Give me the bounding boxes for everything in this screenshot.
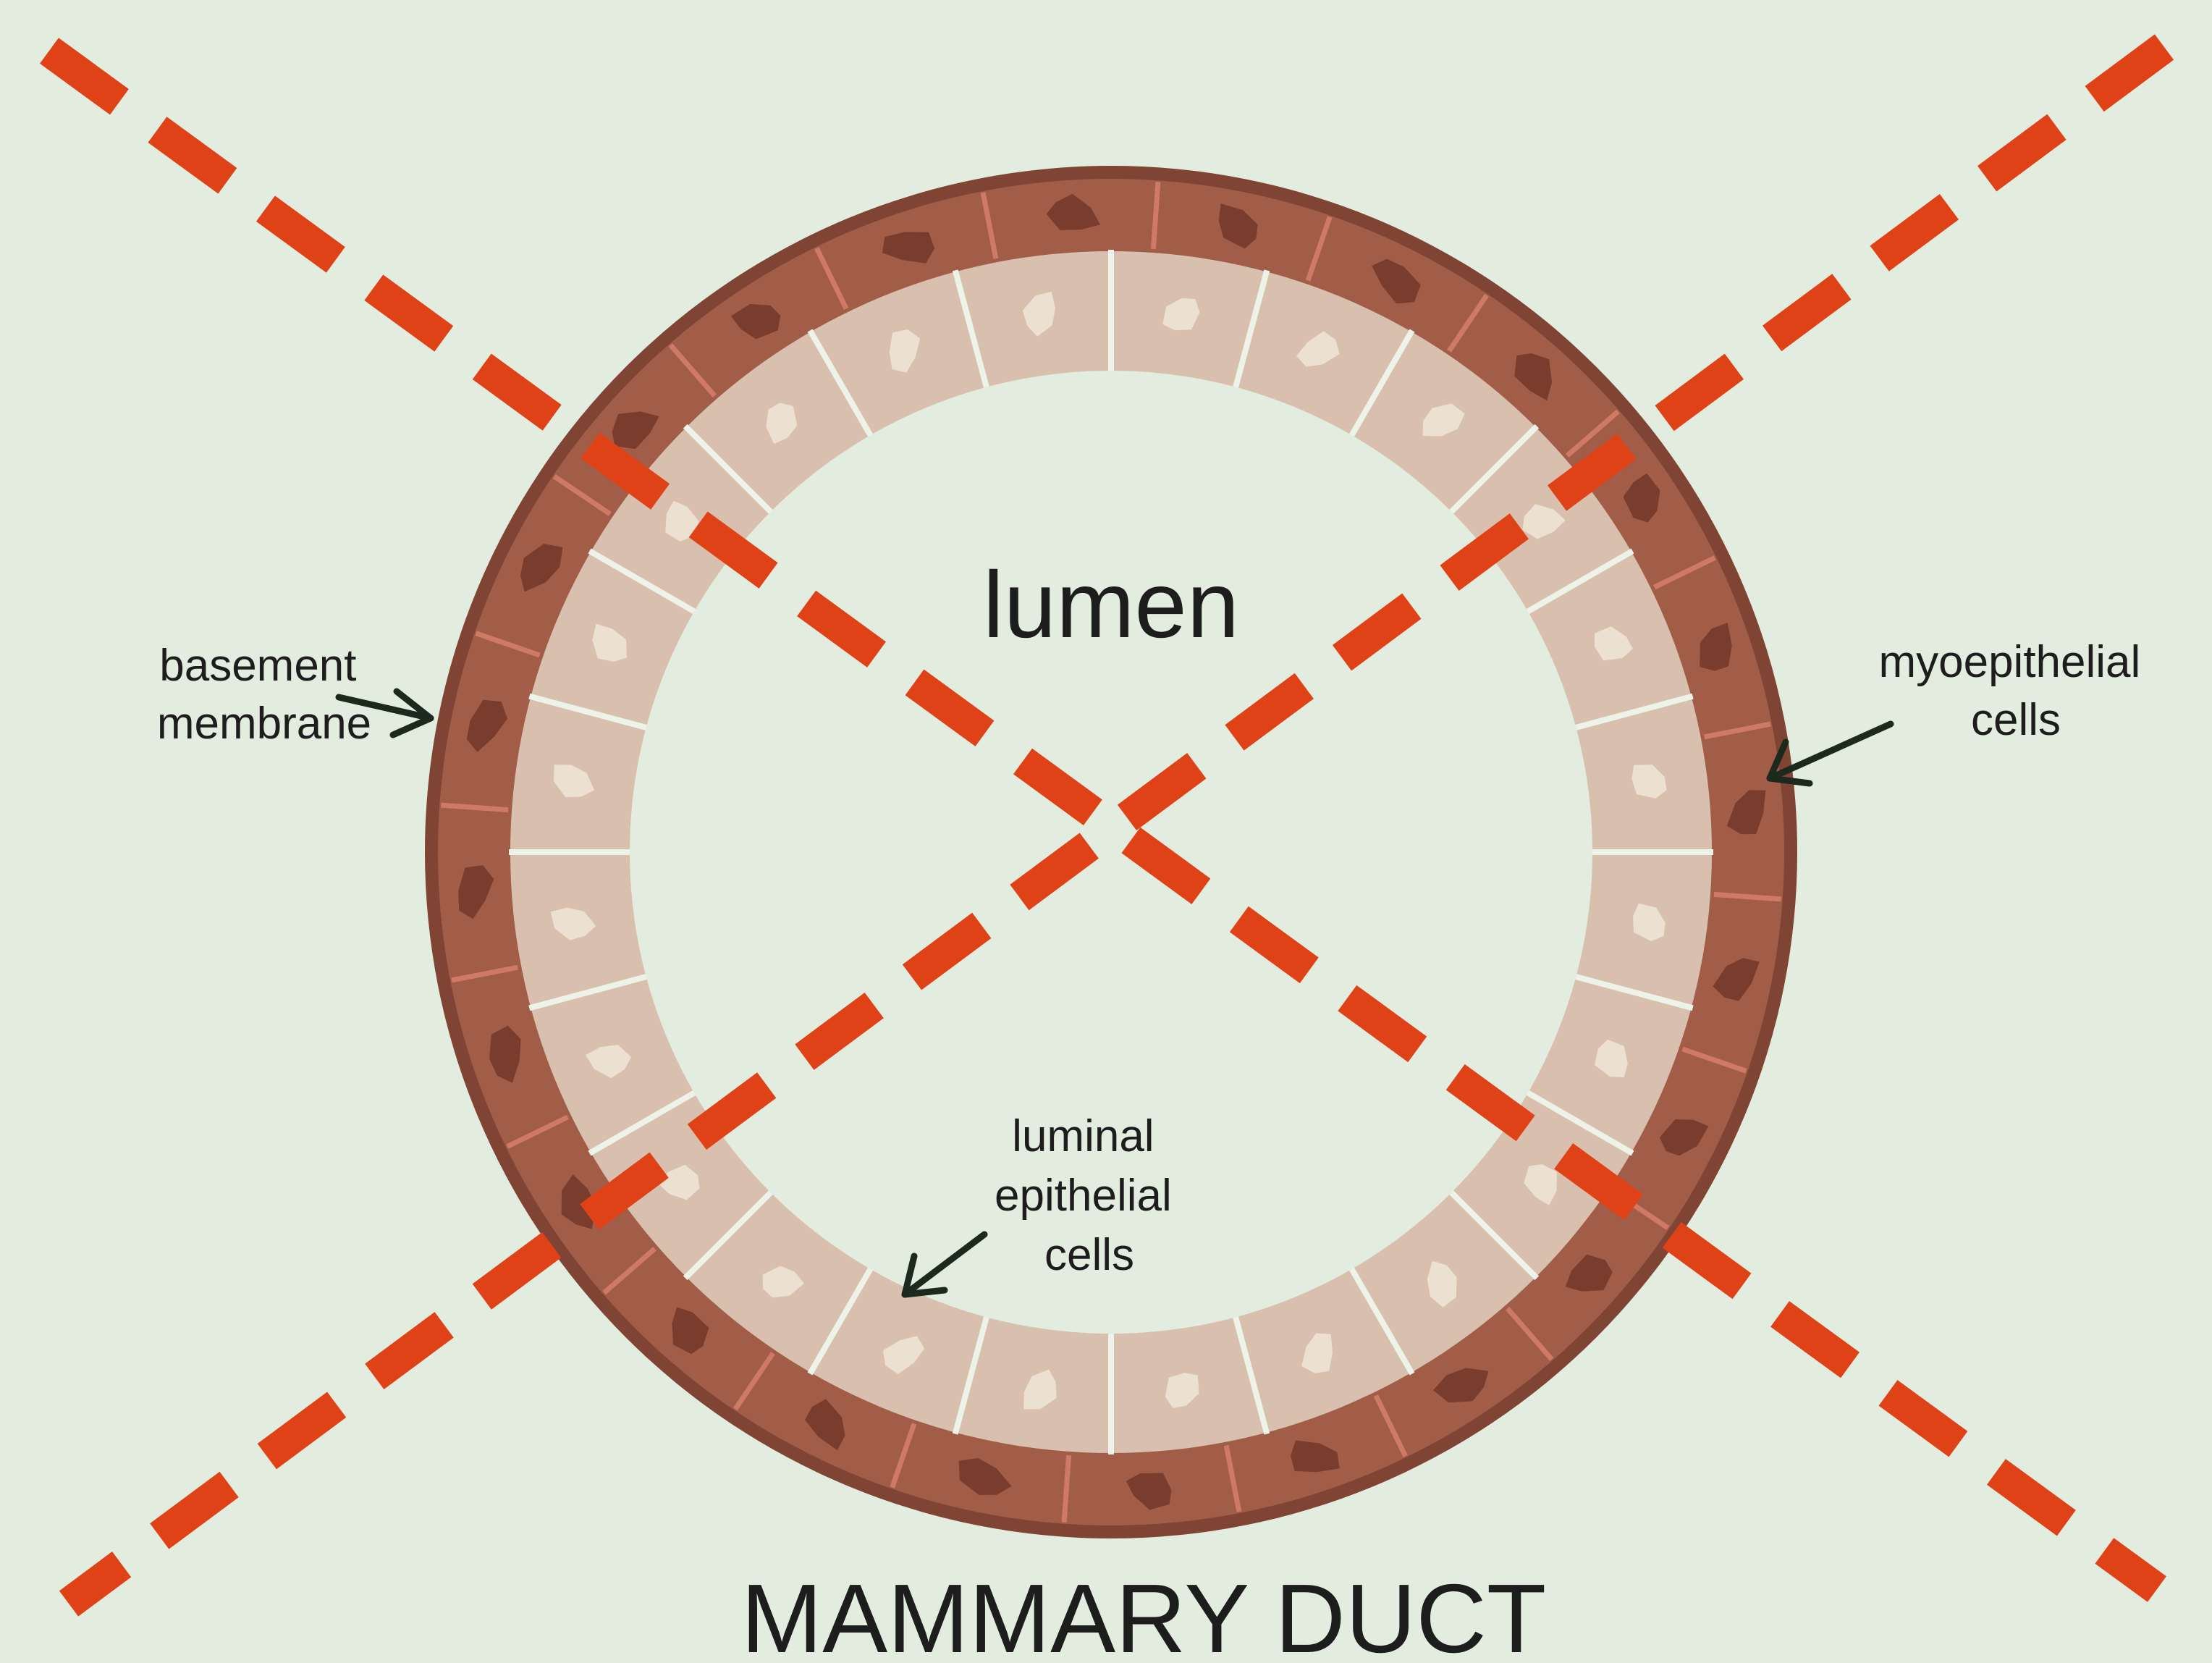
myoepithelial-cells-label-line-2: cells — [1971, 695, 2061, 745]
lumen-label: lumen — [983, 552, 1239, 657]
diagram-title: MAMMARY DUCT — [741, 1564, 1547, 1663]
luminal-epithelial-cells-label-line-1: luminal — [1012, 1111, 1154, 1161]
duct-cross-section — [425, 166, 1797, 1538]
luminal-epithelial-cells-label-line-3: cells — [1044, 1230, 1134, 1280]
basement-membrane-label-line-2: membrane — [157, 699, 371, 749]
myoepithelial-cells-label-line-1: myoepithelial — [1878, 637, 2140, 687]
luminal-epithelial-cells-label-line-2: epithelial — [995, 1171, 1172, 1221]
basement-membrane-label-line-1: basement — [159, 641, 356, 691]
